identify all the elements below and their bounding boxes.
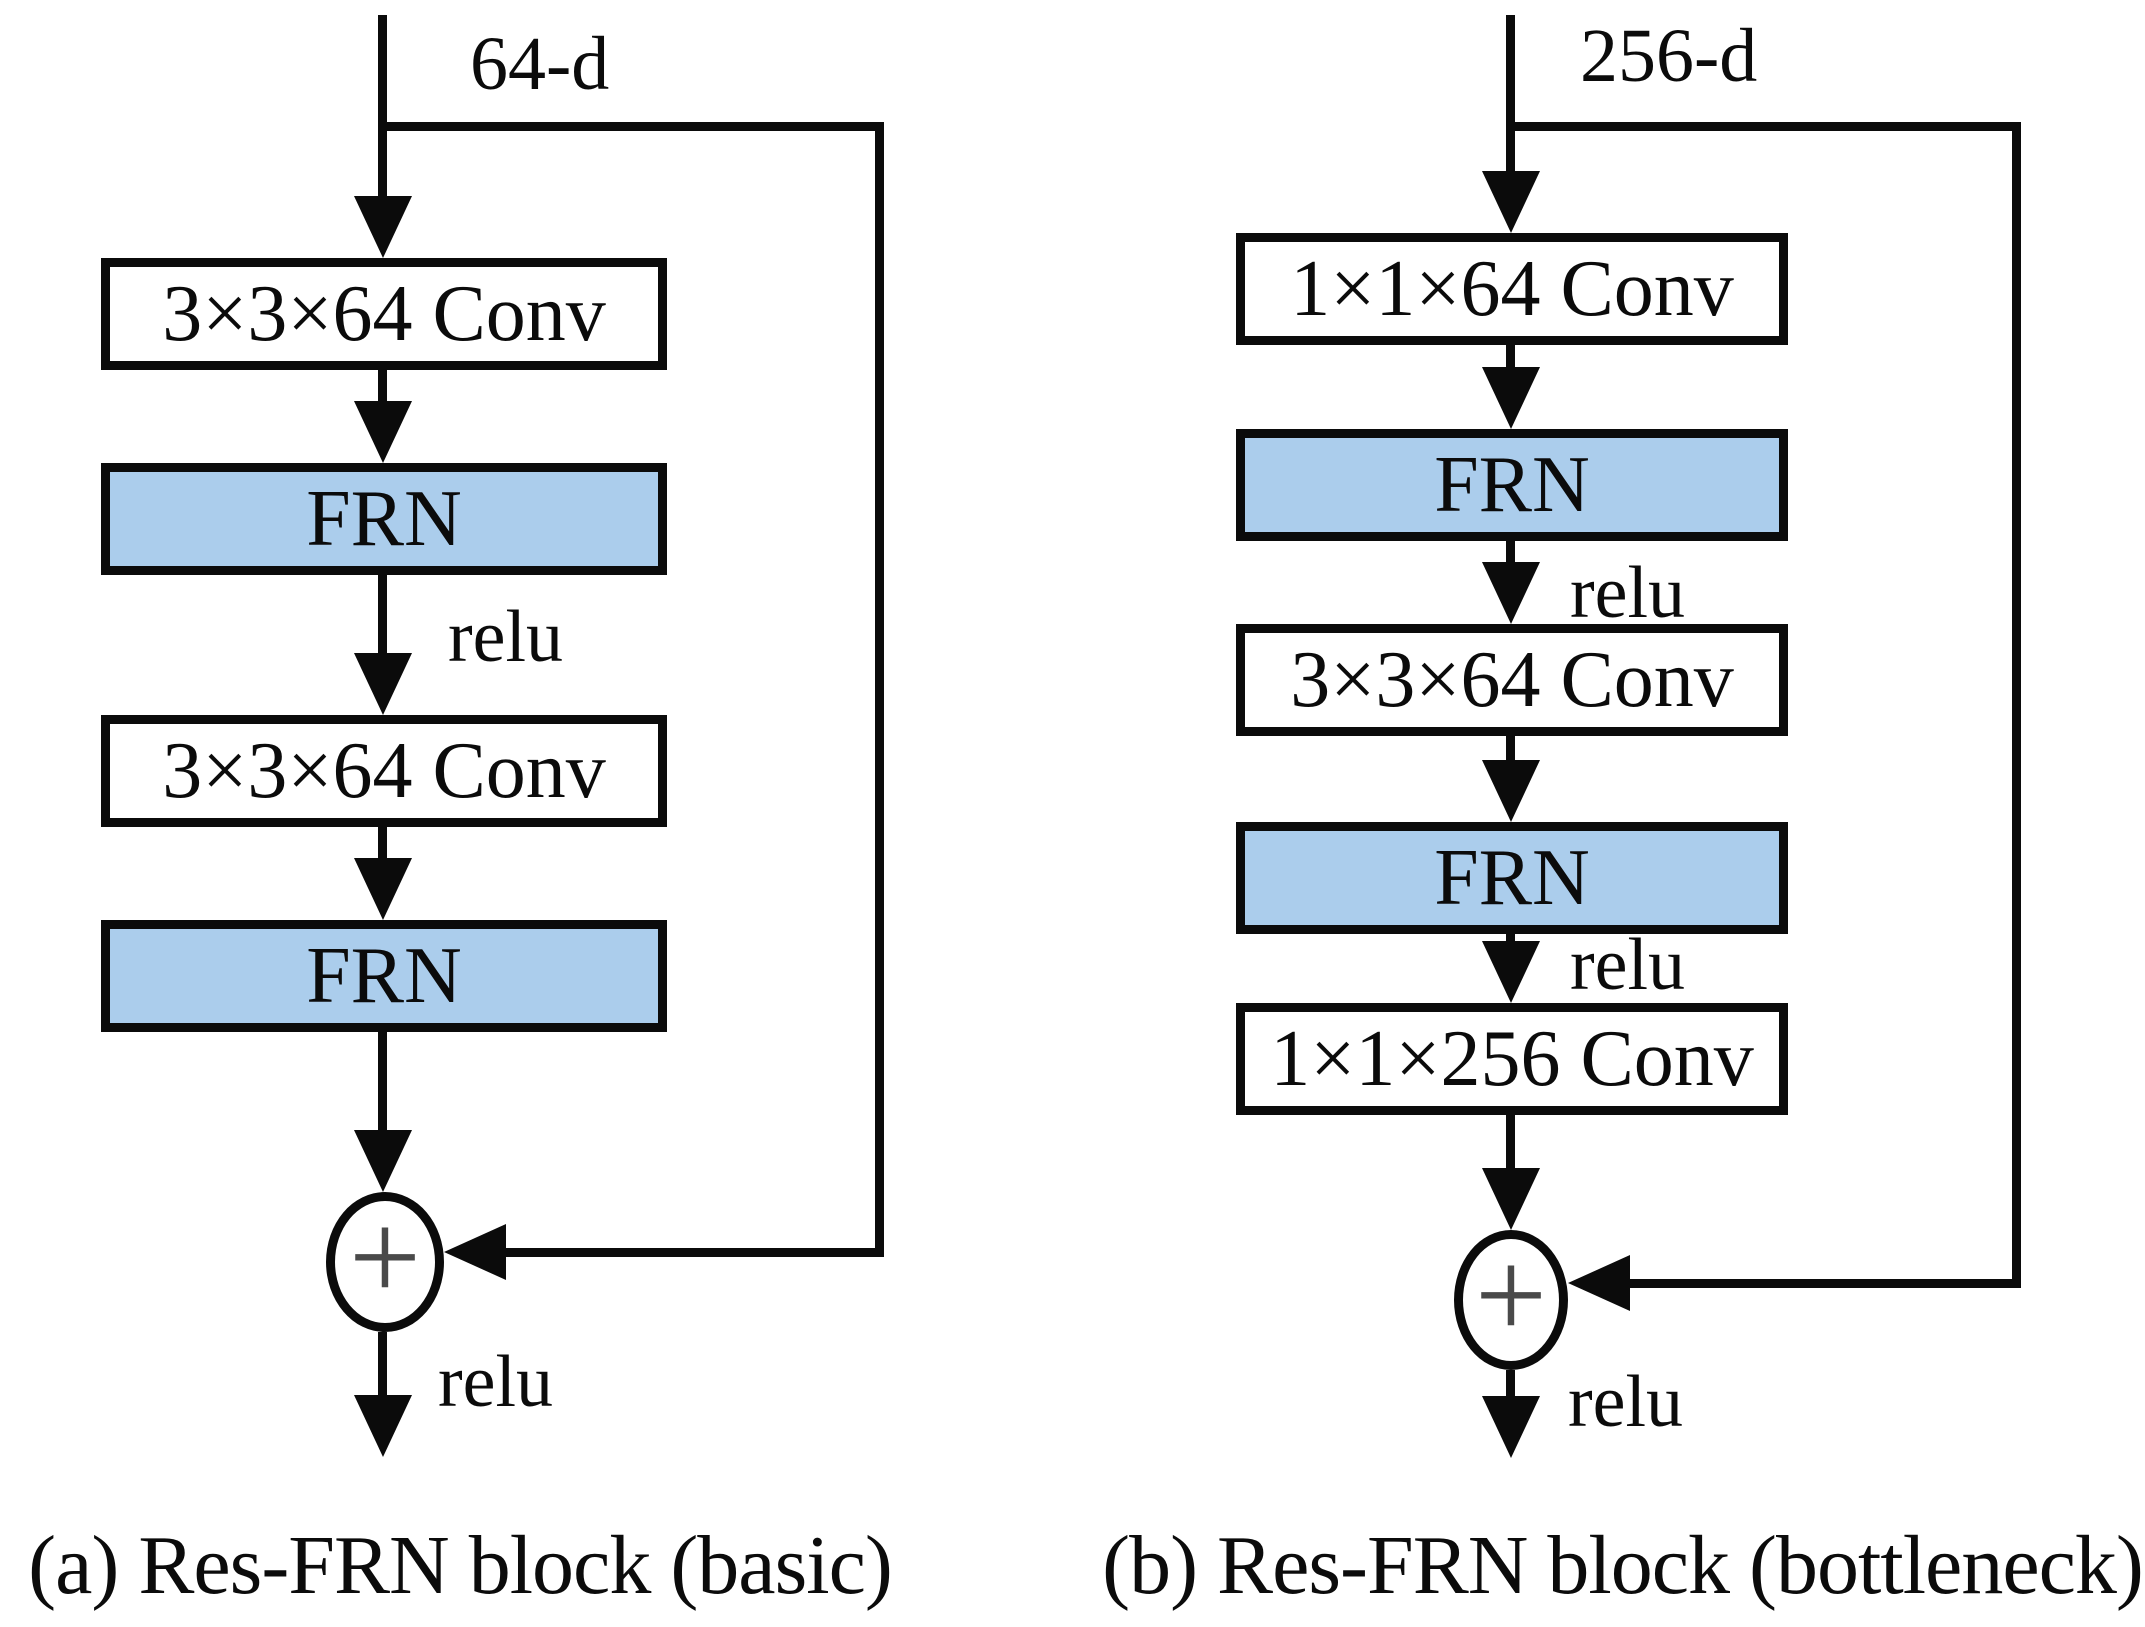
arrow-down-icon — [1482, 171, 1540, 233]
conv-box: 1×1×64 Conv — [1236, 233, 1788, 345]
arrow-down-icon — [1482, 760, 1540, 822]
output-line — [378, 1332, 387, 1398]
arrow-down-icon — [354, 401, 412, 463]
arrow-down-icon — [354, 653, 412, 715]
connector-line — [1506, 736, 1515, 766]
arrow-left-icon — [1568, 1255, 1630, 1311]
skip-connection-bottom-line — [502, 1248, 880, 1257]
skip-connection-top-line — [378, 122, 884, 131]
frn-box: FRN — [101, 920, 667, 1032]
relu-label: relu — [1570, 924, 1686, 1006]
input-line — [378, 15, 387, 200]
add-circle: + — [326, 1192, 444, 1332]
arrow-down-icon — [354, 196, 412, 258]
caption-b: (b) Res-FRN block (bottleneck) — [1102, 1519, 2144, 1612]
caption-a: (a) Res-FRN block (basic) — [28, 1519, 893, 1612]
conv-box-label: 3×3×64 Conv — [162, 727, 606, 815]
output-line — [1506, 1370, 1515, 1400]
arrow-left-icon — [444, 1224, 506, 1280]
arrow-down-icon — [354, 858, 412, 920]
frn-box-label: FRN — [306, 475, 462, 563]
frn-box-label: FRN — [1434, 441, 1590, 529]
add-circle: + — [1454, 1230, 1568, 1370]
connector-line — [378, 1032, 387, 1135]
plus-icon: + — [348, 1186, 422, 1328]
frn-box-label: FRN — [306, 932, 462, 1020]
skip-connection-bottom-line — [1630, 1279, 2018, 1288]
arrow-down-icon — [354, 1395, 412, 1457]
conv-box-label: 1×1×256 Conv — [1270, 1015, 1754, 1103]
arrow-down-icon — [1482, 562, 1540, 624]
arrow-down-icon — [354, 1130, 412, 1192]
conv-box-label: 1×1×64 Conv — [1290, 245, 1734, 333]
arrow-down-icon — [1482, 1396, 1540, 1458]
input-line — [1506, 15, 1515, 175]
relu-label: relu — [438, 1341, 554, 1423]
connector-line — [378, 370, 387, 415]
relu-label: relu — [1570, 552, 1686, 634]
arrow-down-icon — [1482, 367, 1540, 429]
conv-box: 3×3×64 Conv — [1236, 624, 1788, 736]
conv-box-label: 3×3×64 Conv — [1290, 636, 1734, 724]
frn-box: FRN — [101, 463, 667, 575]
skip-connection-side-line — [875, 122, 884, 1257]
arrow-down-icon — [1482, 1168, 1540, 1230]
input-dim-label: 64-d — [470, 22, 610, 106]
relu-label: relu — [448, 596, 564, 678]
input-dim-label: 256-d — [1580, 14, 1758, 98]
connector-line — [378, 827, 387, 865]
conv-box: 3×3×64 Conv — [101, 715, 667, 827]
connector-line — [1506, 345, 1515, 375]
conv-box: 3×3×64 Conv — [101, 258, 667, 370]
relu-label: relu — [1568, 1361, 1684, 1443]
plus-icon: + — [1474, 1224, 1548, 1366]
frn-box-label: FRN — [1434, 834, 1590, 922]
connector-line — [378, 575, 387, 660]
skip-connection-side-line — [2012, 122, 2021, 1288]
frn-box: FRN — [1236, 822, 1788, 934]
conv-box-label: 3×3×64 Conv — [162, 270, 606, 358]
conv-box: 1×1×256 Conv — [1236, 1003, 1788, 1115]
arrow-down-icon — [1482, 941, 1540, 1003]
connector-line — [1506, 1115, 1515, 1175]
skip-connection-top-line — [1506, 122, 2021, 131]
connector-line — [1506, 541, 1515, 570]
frn-box: FRN — [1236, 429, 1788, 541]
